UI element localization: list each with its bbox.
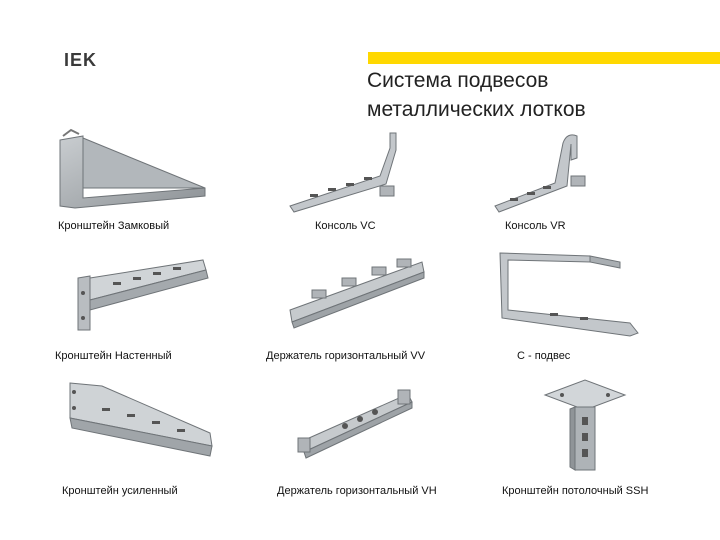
holder-vh-image: [297, 389, 413, 459]
caption-console-vc: Консоль VC: [315, 220, 376, 232]
accent-bar: [368, 52, 720, 64]
c-hanger-image: [499, 252, 639, 337]
caption-c-hanger: С - подвес: [517, 350, 571, 362]
console-vr-image: [494, 134, 586, 213]
console-vc-image: [289, 132, 397, 213]
holder-vv-image: [289, 258, 425, 329]
caption-bracket-lock: Кронштейн Замковый: [58, 220, 170, 232]
bracket-reinforced-image: [69, 382, 213, 457]
title-line-2: металлических лотков: [367, 98, 586, 121]
caption-bracket-ceiling-ssh: Кронштейн потолочный SSH: [502, 485, 649, 497]
title-line-1: Система подвесов: [367, 69, 549, 92]
iek-logo: IEK: [64, 50, 98, 70]
caption-holder-vv: Держатель горизонтальный VV: [266, 350, 426, 362]
bracket-ceiling-ssh-image: [543, 379, 627, 471]
bracket-lock-image: [59, 128, 206, 209]
caption-bracket-reinforced: Кронштейн усиленный: [62, 485, 178, 497]
bracket-wall-image: [77, 259, 209, 331]
caption-bracket-wall: Кронштейн Настенный: [55, 350, 172, 362]
caption-holder-vh: Держатель горизонтальный VH: [277, 485, 437, 497]
page-title: Система подвесов металлических лотков: [367, 66, 586, 124]
caption-console-vr: Консоль VR: [505, 220, 566, 232]
